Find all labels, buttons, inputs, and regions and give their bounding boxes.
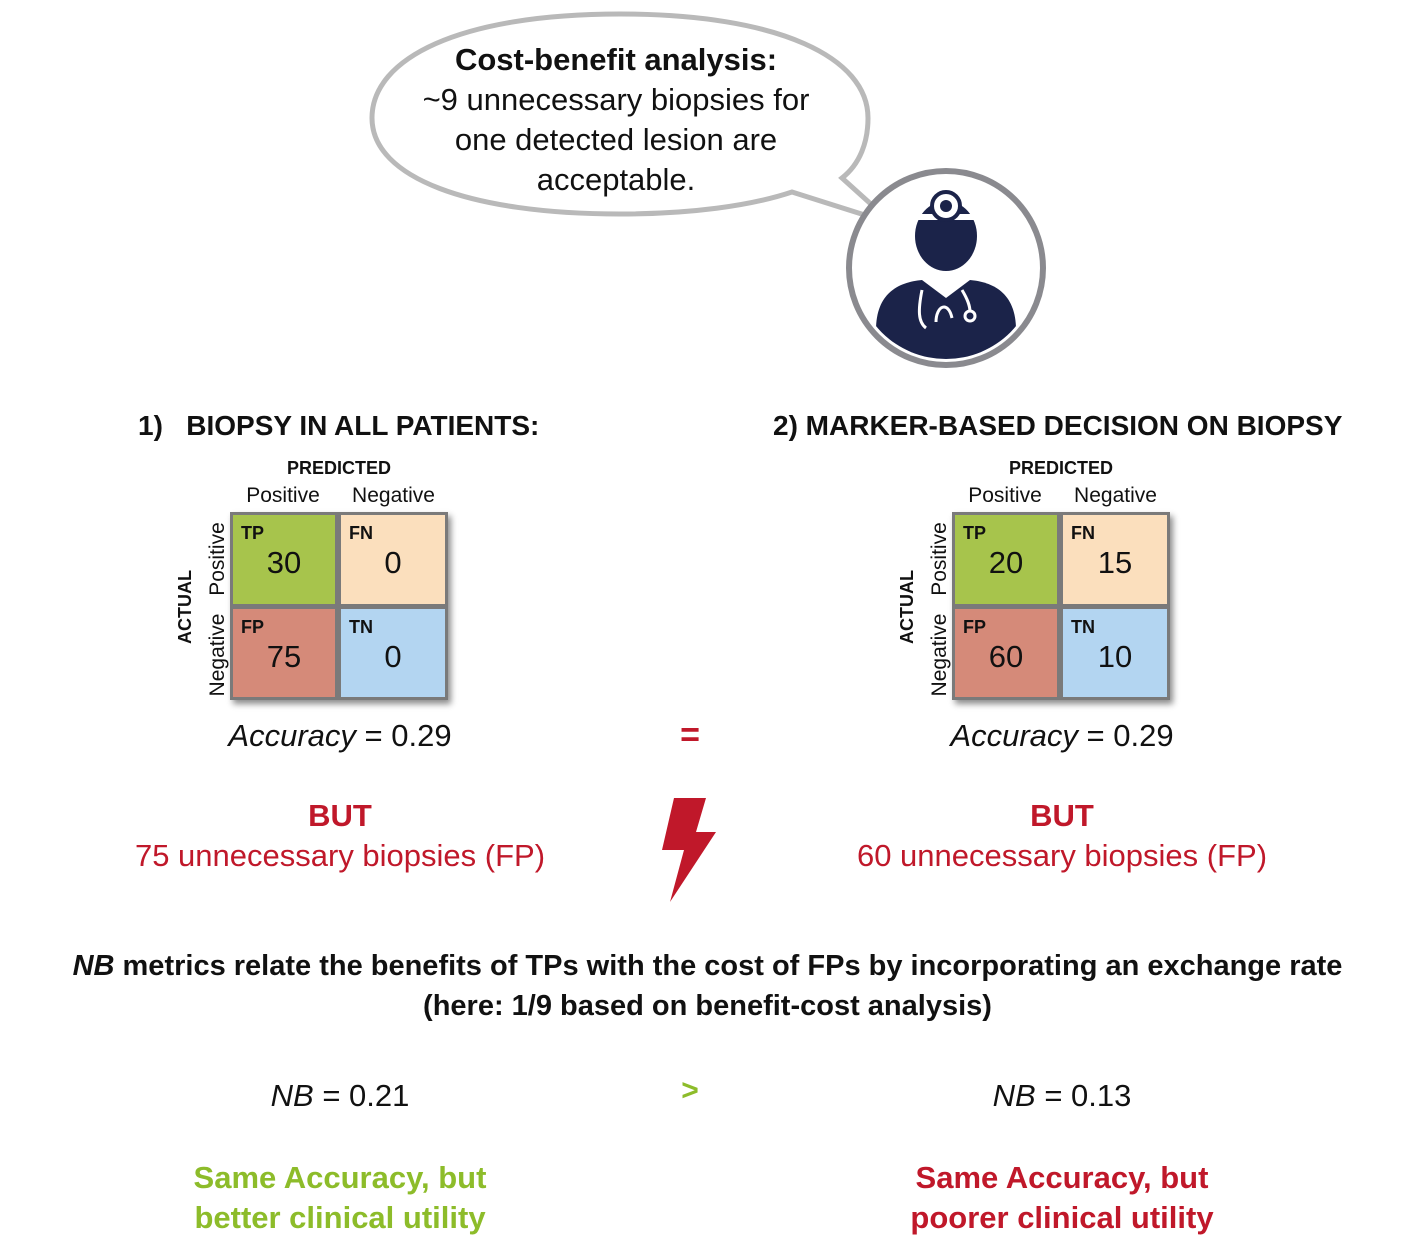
right-nb-value: = 0.13 <box>1044 1078 1132 1113</box>
right-accuracy-value: = 0.29 <box>1086 718 1174 753</box>
bubble-line-2: one detected lesion are <box>454 122 778 157</box>
left-but: BUT <box>308 798 372 833</box>
speech-bubble <box>369 11 1046 368</box>
left-tn-tag: TN <box>349 617 373 637</box>
left-fp-cell: FP 75 <box>233 609 335 697</box>
left-accuracy: Accuracy = 0.29 <box>190 718 490 754</box>
right-tn-cell: TN 10 <box>1063 609 1167 697</box>
doctor-icon <box>846 168 1046 368</box>
left-col-positive: Positive <box>246 484 320 507</box>
right-fp-tag: FP <box>963 617 987 637</box>
right-tn-tag: TN <box>1071 617 1095 637</box>
left-tp-value: 30 <box>266 545 302 580</box>
right-actual-label: ACTUAL <box>897 570 917 644</box>
left-fn-cell: FN 0 <box>341 515 445 604</box>
left-actual-label: ACTUAL <box>175 570 195 644</box>
right-row-negative: Negative <box>928 613 951 697</box>
right-conclusion: Same Accuracy, but poorer clinical utili… <box>862 1158 1262 1238</box>
left-fp-value: 75 <box>266 639 302 674</box>
right-col-positive: Positive <box>968 484 1042 507</box>
right-confusion-matrix: TP 20 FN 15 FP 60 TN 10 <box>952 512 1170 700</box>
right-tn-value: 10 <box>1097 639 1133 674</box>
left-tp-cell: TP 30 <box>233 515 335 604</box>
left-fn-tag: FN <box>349 523 373 543</box>
right-accuracy-label: Accuracy <box>950 718 1078 753</box>
lightning-bolt-icon <box>662 798 716 902</box>
nb-statement-line-1: NB metrics relate the benefits of TPs wi… <box>0 950 1415 983</box>
right-fp-value: 60 <box>988 639 1024 674</box>
left-accuracy-value: = 0.29 <box>364 718 452 753</box>
right-conclusion-line-2: poorer clinical utility <box>910 1200 1214 1235</box>
right-fp-note: 60 unnecessary biopsies (FP) <box>856 838 1268 873</box>
left-conclusion-line-2: better clinical utility <box>194 1200 486 1235</box>
right-fp-cell: FP 60 <box>955 609 1057 697</box>
bubble-line-1: ~9 unnecessary biopsies for <box>422 82 810 117</box>
left-col-negative: Negative <box>352 484 435 507</box>
left-tp-tag: TP <box>241 523 265 543</box>
right-but: BUT <box>1030 798 1094 833</box>
left-fp-note: 75 unnecessary biopsies (FP) <box>134 838 546 873</box>
right-fn-value: 15 <box>1097 545 1133 580</box>
bubble-title: Cost-benefit analysis: <box>454 42 778 77</box>
right-nb-label: NB <box>992 1078 1036 1113</box>
left-tn-value: 0 <box>384 639 402 674</box>
right-fn-cell: FN 15 <box>1063 515 1167 604</box>
right-accuracy: Accuracy = 0.29 <box>912 718 1212 754</box>
right-row-positive: Positive <box>928 522 951 596</box>
right-fn-tag: FN <box>1071 523 1095 543</box>
left-nb: NB = 0.21 <box>190 1078 490 1114</box>
left-row-positive: Positive <box>206 522 229 596</box>
left-nb-value: = 0.21 <box>322 1078 410 1113</box>
right-predicted-label: PREDICTED <box>1008 458 1113 478</box>
left-predicted-label: PREDICTED <box>286 458 391 478</box>
left-accuracy-label: Accuracy <box>228 718 356 753</box>
nb-statement-rest: metrics relate the benefits of TPs with … <box>114 950 1343 982</box>
speech-bubble-text: Cost-benefit analysis: ~9 unnecessary bi… <box>400 40 832 200</box>
right-tp-cell: TP 20 <box>955 515 1057 604</box>
left-confusion-matrix: TP 30 FN 0 FP 75 TN 0 <box>230 512 448 700</box>
left-heading: 1) BIOPSY IN ALL PATIENTS: <box>138 410 540 441</box>
left-row-negative: Negative <box>206 613 229 697</box>
right-col-negative: Negative <box>1074 484 1157 507</box>
greater-than-sign: > <box>681 1074 699 1107</box>
right-heading: 2) MARKER-BASED DECISION ON BIOPSY <box>773 410 1343 441</box>
left-nb-label: NB <box>270 1078 314 1113</box>
equals-sign: = <box>680 716 700 754</box>
bubble-line-3: acceptable. <box>536 162 696 197</box>
left-conclusion-line-1: Same Accuracy, but <box>193 1160 487 1195</box>
left-tn-cell: TN 0 <box>341 609 445 697</box>
nb-statement-line-2: (here: 1/9 based on benefit-cost analysi… <box>423 990 992 1022</box>
left-fp-tag: FP <box>241 617 265 637</box>
right-tp-tag: TP <box>963 523 987 543</box>
nb-prefix: NB <box>72 950 115 982</box>
right-conclusion-line-1: Same Accuracy, but <box>915 1160 1209 1195</box>
right-tp-value: 20 <box>988 545 1024 580</box>
left-fn-value: 0 <box>384 545 402 580</box>
right-nb: NB = 0.13 <box>912 1078 1212 1114</box>
left-conclusion: Same Accuracy, but better clinical utili… <box>140 1158 540 1238</box>
